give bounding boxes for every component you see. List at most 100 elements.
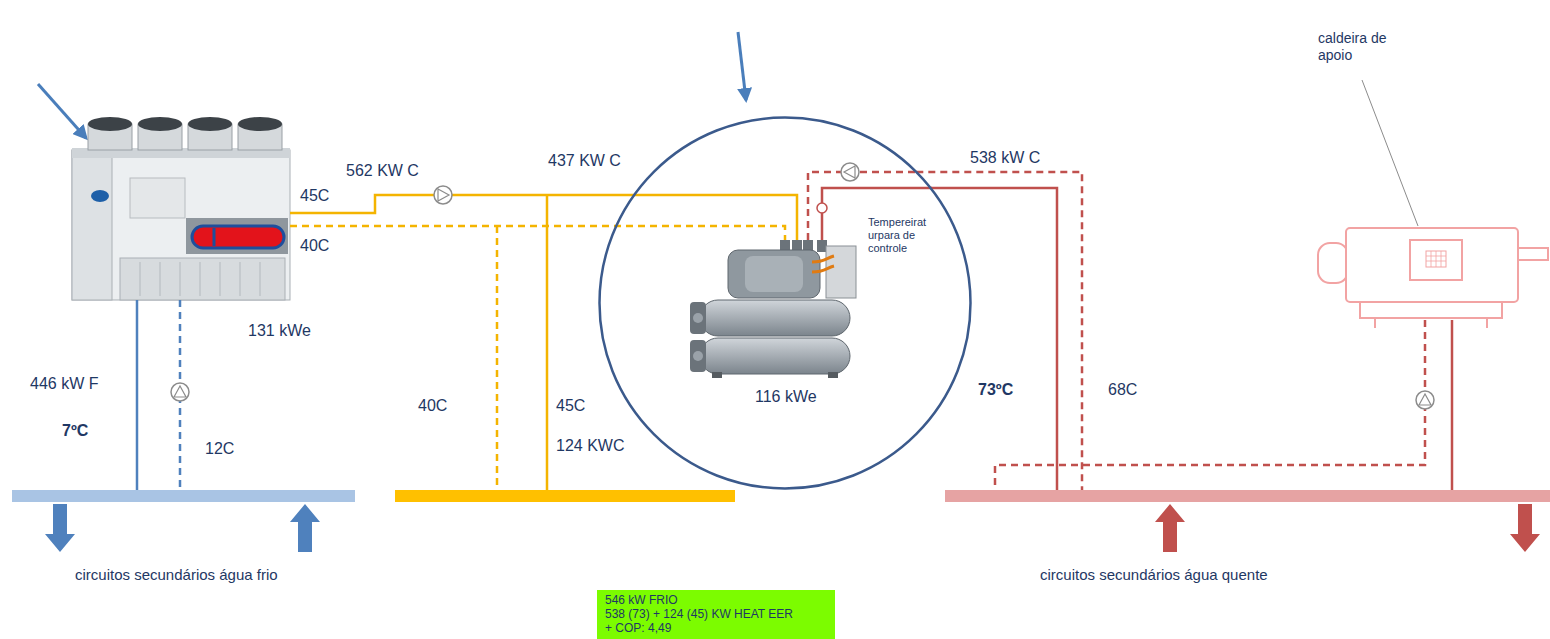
condenser-header-bar xyxy=(395,490,735,502)
backup-boiler xyxy=(1360,302,1502,318)
air-cooled-chiller xyxy=(188,117,232,131)
power-label: 124 KWC xyxy=(556,436,624,455)
temperature-label: 45C xyxy=(300,186,329,205)
water-cooled-chiller xyxy=(690,340,706,372)
power-label: 562 KW C xyxy=(346,161,419,180)
text-holder: 73ºC xyxy=(978,380,1013,399)
flow-arrows xyxy=(12,490,355,554)
text-holder: caldeira de apoio xyxy=(1318,30,1410,64)
pump-symbol xyxy=(844,166,855,178)
circuit-label: circuitos secundários água quente xyxy=(1040,566,1268,584)
temperature-label: 45C xyxy=(556,396,585,415)
water-cooled-chiller xyxy=(745,256,803,292)
summary-text: 546 kW FRIO xyxy=(605,593,827,607)
backup-boiler xyxy=(1410,240,1462,280)
water-cooled-chiller xyxy=(693,313,703,323)
pump-symbol xyxy=(171,383,189,401)
air-cooled-chiller xyxy=(91,190,109,202)
power-label: 116 kWe xyxy=(755,388,817,406)
header-bar xyxy=(945,490,1550,502)
heat-recovery-circle: Tempereirat urpara de controle 116 kWe xyxy=(598,116,972,490)
water-cooled-chiller xyxy=(812,256,834,262)
air-cooled-chiller xyxy=(192,226,284,248)
air-cooled-chiller xyxy=(138,117,182,131)
condenser-return-branch xyxy=(496,226,499,490)
pump-symbol xyxy=(171,383,189,401)
temperature-label: 40C xyxy=(418,396,447,415)
backup-boiler xyxy=(1426,251,1446,267)
text-holder: 12C xyxy=(205,439,234,458)
cold-water-header: circuitos secundários água frio xyxy=(12,490,355,586)
air-cooled-chiller xyxy=(72,150,112,300)
temperature-label: 68C xyxy=(1108,380,1137,399)
leader-line xyxy=(1362,80,1418,226)
circle-outline xyxy=(598,116,972,490)
power-label: 446 kW F xyxy=(30,374,98,393)
air-cooled-chiller xyxy=(72,117,290,300)
text-row: circuitos secundários água quente xyxy=(945,490,1550,584)
water-cooled-chiller xyxy=(700,300,850,336)
text-holder: 45C xyxy=(300,186,329,205)
text-holder: 116 kWe xyxy=(755,388,817,406)
pump-symbol xyxy=(434,186,452,204)
backup-boiler xyxy=(1518,248,1548,260)
air-cooled-chiller xyxy=(140,262,260,296)
flow-arrow xyxy=(45,504,75,552)
flow-arrow xyxy=(1155,504,1185,552)
control-note: Tempereirat urpara de controle xyxy=(868,216,942,256)
pipe-connector xyxy=(916,172,1082,490)
water-cooled-chiller xyxy=(728,250,820,298)
text-holder: 437 KW C xyxy=(548,151,621,170)
header-bar xyxy=(12,490,355,502)
equipment-label: caldeira de apoio xyxy=(1318,30,1410,64)
pump-symbol xyxy=(1419,394,1431,405)
text-holder: 538 kW C xyxy=(970,148,1040,167)
pointer-arrow xyxy=(38,84,86,138)
power-label: 437 KW C xyxy=(548,151,621,170)
cold-supply-pipe xyxy=(136,300,139,490)
air-cooled-chiller xyxy=(186,218,288,254)
pipe-connector xyxy=(931,188,1057,490)
backup-boiler xyxy=(1426,251,1446,267)
backup-boiler xyxy=(1318,243,1348,283)
text-holder: 40C xyxy=(300,236,329,255)
pump-symbol xyxy=(438,189,449,201)
summary-box: 546 kW FRIO538 (73) + 124 (45) KW HEAT E… xyxy=(597,590,835,639)
text-holder: 40C xyxy=(418,396,447,415)
temperature-label: 73ºC xyxy=(978,380,1013,399)
flow-arrow xyxy=(290,504,320,552)
temperature-label: 7ºC xyxy=(62,421,88,440)
flow-arrow xyxy=(1510,504,1540,552)
water-cooled-chiller xyxy=(690,240,856,378)
water-cooled-chiller xyxy=(693,351,703,361)
air-cooled-chiller xyxy=(130,178,185,218)
pump-symbol xyxy=(841,163,859,181)
summary-text: + COP: 4,49 xyxy=(605,621,827,635)
text-holder: 45C xyxy=(556,396,585,415)
boiler-return-pipe xyxy=(995,320,1425,490)
power-label: 538 kW C xyxy=(970,148,1040,167)
pump-symbol xyxy=(434,186,452,204)
water-cooled-chiller xyxy=(826,246,856,298)
pointer-arrow xyxy=(738,32,746,100)
circle-outline xyxy=(600,118,971,489)
backup-boiler xyxy=(1318,228,1548,328)
air-cooled-chiller xyxy=(238,117,282,131)
condenser-return-pipe xyxy=(290,226,785,240)
water-cooled-chiller xyxy=(812,266,834,272)
air-cooled-chiller xyxy=(72,150,290,300)
flow-arrows xyxy=(945,490,1550,554)
summary-text: 538 (73) + 124 (45) KW HEAT EER xyxy=(605,607,827,621)
backup-boiler xyxy=(1375,318,1487,328)
backup-boiler xyxy=(1346,228,1518,302)
text-holder: Tempereirat urpara de controle xyxy=(868,216,942,256)
air-cooled-chiller xyxy=(88,117,132,131)
text-holder: 562 KW C xyxy=(346,161,419,180)
text-holder: 68C xyxy=(1108,380,1137,399)
water-cooled-chiller xyxy=(700,338,850,374)
text-holder: 131 kWe xyxy=(248,321,311,340)
pump-symbol xyxy=(174,386,186,397)
